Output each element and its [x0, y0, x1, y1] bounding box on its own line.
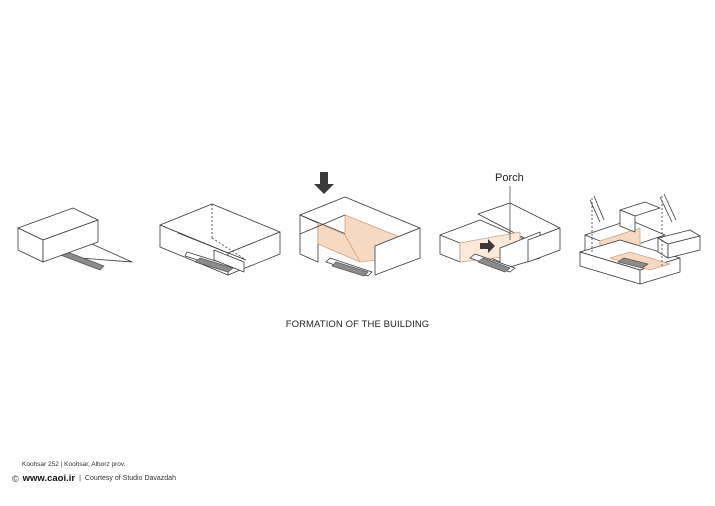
site-credit: © www.caoi.ir | Courtesy of Studio Davaz… [12, 473, 176, 484]
step-3-massing [299, 172, 421, 277]
site-link[interactable]: www.caoi.ir [22, 473, 76, 484]
credit-separator: | [79, 475, 81, 482]
step-2-massing [159, 203, 281, 276]
project-credit: Koohsar 252 | Koohsar, Alborz prov. [22, 461, 126, 468]
right-arrow-icon [480, 239, 495, 253]
step-1-massing [17, 207, 133, 271]
diagram-caption: FORMATION OF THE BUILDING [285, 319, 430, 330]
down-arrow-icon [314, 172, 334, 194]
step-5-massing [579, 193, 701, 285]
step-4-massing [439, 186, 561, 273]
porch-label: Porch [495, 172, 524, 184]
copyright-symbol: © [12, 473, 19, 484]
courtesy-text: Courtesy of Studio Davazdah [84, 475, 176, 482]
